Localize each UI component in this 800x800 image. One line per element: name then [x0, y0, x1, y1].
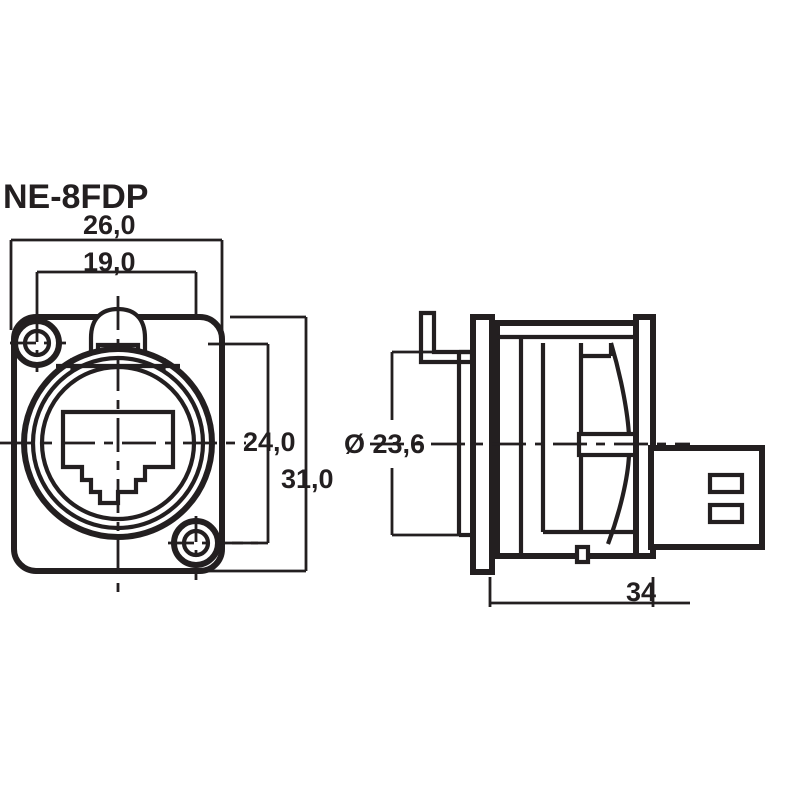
dimension-label-26: 26,0	[83, 210, 136, 240]
front-centerlines	[0, 296, 258, 596]
dimension-31-lines	[190, 315, 308, 573]
dimension-label-19: 19,0	[83, 247, 136, 277]
dimension-label-24: 24,0	[243, 427, 296, 457]
side-contact-upper-curve	[608, 342, 632, 437]
dimension-34-lines	[488, 577, 690, 607]
dimension-label-34: 34	[626, 577, 656, 607]
dimension-label-diameter: Ø 23,6	[344, 429, 425, 459]
front-view	[0, 238, 308, 596]
plug-tab-aperture-lower	[707, 502, 745, 525]
dimension-26-lines	[9, 238, 224, 330]
side-bottom-pin	[574, 544, 591, 565]
side-plug-tab	[648, 445, 765, 550]
dimension-label-31: 31,0	[281, 464, 334, 494]
page-title: NE-8FDP	[3, 178, 148, 216]
side-view	[370, 310, 765, 607]
dimension-24-lines	[208, 342, 270, 545]
dimension-labels: 26,0 19,0 24,0 31,0 Ø 23,6 34	[83, 210, 656, 607]
plug-tab-body	[648, 445, 765, 550]
dimension-diameter-lines	[390, 350, 459, 537]
plug-tab-aperture-upper	[707, 472, 745, 495]
side-contact-lower-curve	[606, 454, 632, 545]
